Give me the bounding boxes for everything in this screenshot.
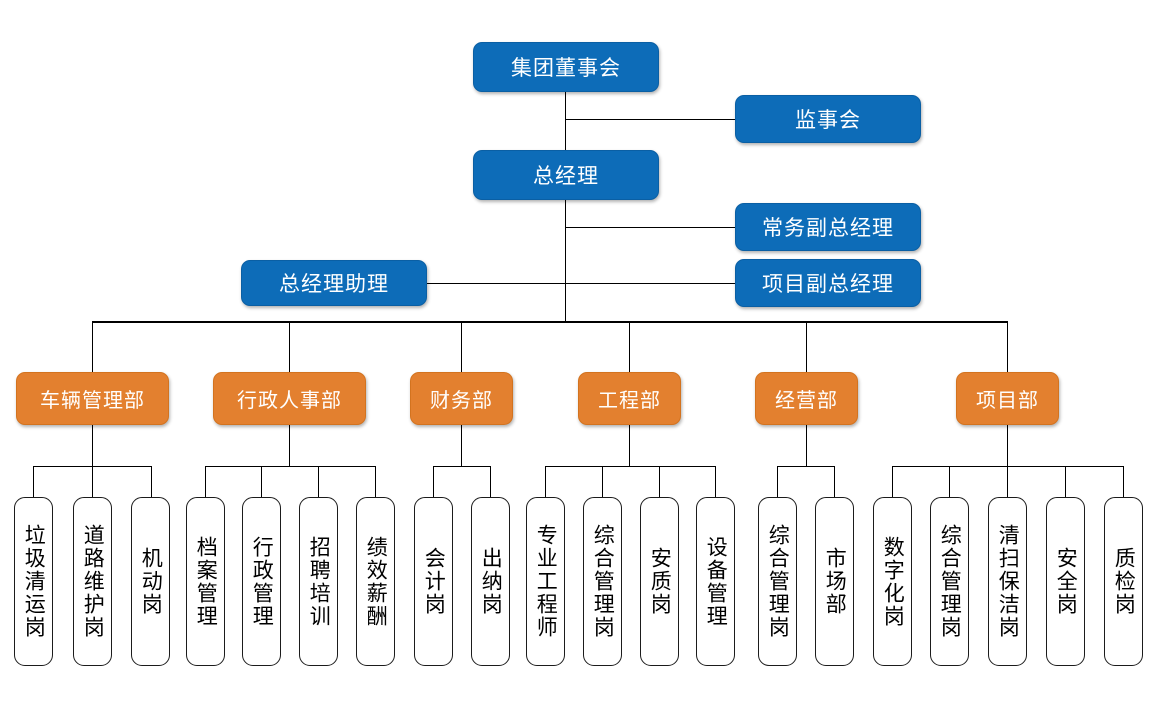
node-department-engineering[interactable]: 工程部 xyxy=(578,372,681,425)
connector-dept-2-drop-4 xyxy=(375,466,376,497)
node-post-cleaning-sanitation[interactable]: 清扫保洁岗 xyxy=(988,497,1027,666)
node-post-project-general-management[interactable]: 综合管理岗 xyxy=(930,497,969,666)
node-post-performance-compensation[interactable]: 绩效薪酬 xyxy=(356,497,395,666)
connector-dept-4-drop-3 xyxy=(659,466,660,497)
connector-dept-5-stem xyxy=(806,424,807,466)
node-post-engineering-general-management[interactable]: 综合管理岗 xyxy=(583,497,622,666)
node-department-project[interactable]: 项目部 xyxy=(956,372,1059,425)
connector-dept-3-drop-1 xyxy=(433,466,434,497)
node-executive-deputy-gm[interactable]: 常务副总经理 xyxy=(735,203,921,251)
connector-dept-3-stem xyxy=(461,424,462,466)
department-bus-line xyxy=(92,321,1007,323)
connector-dept-2-drop-3 xyxy=(318,466,319,497)
connector-dept-4-bar xyxy=(545,466,715,467)
connector-bus-to-dept-5 xyxy=(806,321,807,373)
node-post-garbage-removal[interactable]: 垃圾清运岗 xyxy=(14,497,53,666)
connector-dept-4-drop-4 xyxy=(715,466,716,497)
connector-dept-1-stem xyxy=(92,424,93,466)
connector-dept-3-bar xyxy=(433,466,490,467)
node-post-operations-general-management[interactable]: 综合管理岗 xyxy=(758,497,797,666)
connector-dept-4-stem xyxy=(629,424,630,466)
connector-dept-2-drop-1 xyxy=(205,466,206,497)
connector-dept-6-drop-5 xyxy=(1123,466,1124,497)
connector-gm-to-bus xyxy=(565,199,566,321)
connector-dept-4-drop-1 xyxy=(545,466,546,497)
connector-dept-6-drop-2 xyxy=(949,466,950,497)
connector-dept-3-drop-2 xyxy=(490,466,491,497)
connector-board-to-gm xyxy=(565,91,566,167)
node-post-cashier[interactable]: 出纳岗 xyxy=(471,497,510,666)
node-post-mobile-duty[interactable]: 机动岗 xyxy=(131,497,170,666)
node-post-road-maintenance[interactable]: 道路维护岗 xyxy=(73,497,112,666)
connector-dept-6-drop-1 xyxy=(892,466,893,497)
connector-dept-5-bar xyxy=(777,466,834,467)
node-project-deputy-gm[interactable]: 项目副总经理 xyxy=(735,259,921,307)
node-post-accounting[interactable]: 会计岗 xyxy=(414,497,453,666)
node-department-vehicle-management[interactable]: 车辆管理部 xyxy=(16,372,169,425)
connector-dept-4-drop-2 xyxy=(602,466,603,497)
node-board-of-directors[interactable]: 集团董事会 xyxy=(473,42,659,92)
connector-gm-to-exec-deputy xyxy=(565,227,735,228)
node-gm-assistant[interactable]: 总经理助理 xyxy=(241,260,427,306)
connector-dept-5-drop-2 xyxy=(834,466,835,497)
connector-dept-1-drop-1 xyxy=(33,466,34,497)
node-department-finance[interactable]: 财务部 xyxy=(410,372,513,425)
node-post-recruitment-training[interactable]: 招聘培训 xyxy=(299,497,338,666)
node-post-administration[interactable]: 行政管理 xyxy=(242,497,281,666)
node-post-professional-engineer[interactable]: 专业工程师 xyxy=(526,497,565,666)
node-post-digitalization[interactable]: 数字化岗 xyxy=(873,497,912,666)
connector-dept-6-stem xyxy=(1007,424,1008,466)
node-post-market[interactable]: 市场部 xyxy=(815,497,854,666)
node-department-admin-hr[interactable]: 行政人事部 xyxy=(213,372,366,425)
node-supervisory-board[interactable]: 监事会 xyxy=(735,95,921,143)
connector-dept-2-drop-2 xyxy=(261,466,262,497)
connector-gm-to-project-deputy xyxy=(565,283,735,284)
connector-gm-to-supervisory xyxy=(565,119,735,120)
connector-dept-2-stem xyxy=(289,424,290,466)
node-post-safety-quality[interactable]: 安质岗 xyxy=(640,497,679,666)
connector-gm-to-assistant xyxy=(426,283,565,284)
connector-bus-to-dept-3 xyxy=(461,321,462,373)
connector-dept-1-drop-3 xyxy=(151,466,152,497)
connector-dept-2-bar xyxy=(205,466,375,467)
connector-dept-6-drop-4 xyxy=(1065,466,1066,497)
node-post-equipment-management[interactable]: 设备管理 xyxy=(696,497,735,666)
node-post-quality-inspection[interactable]: 质检岗 xyxy=(1104,497,1143,666)
connector-dept-5-drop-1 xyxy=(777,466,778,497)
connector-bus-to-dept-1 xyxy=(92,321,93,373)
connector-dept-6-drop-3 xyxy=(1007,466,1008,497)
connector-bus-to-dept-2 xyxy=(289,321,290,373)
node-post-archive-management[interactable]: 档案管理 xyxy=(186,497,225,666)
connector-bus-to-dept-6 xyxy=(1007,321,1008,373)
node-post-safety[interactable]: 安全岗 xyxy=(1046,497,1085,666)
connector-bus-to-dept-4 xyxy=(629,321,630,373)
connector-dept-1-drop-2 xyxy=(92,466,93,497)
node-department-operations[interactable]: 经营部 xyxy=(755,372,858,425)
node-general-manager[interactable]: 总经理 xyxy=(473,150,659,200)
